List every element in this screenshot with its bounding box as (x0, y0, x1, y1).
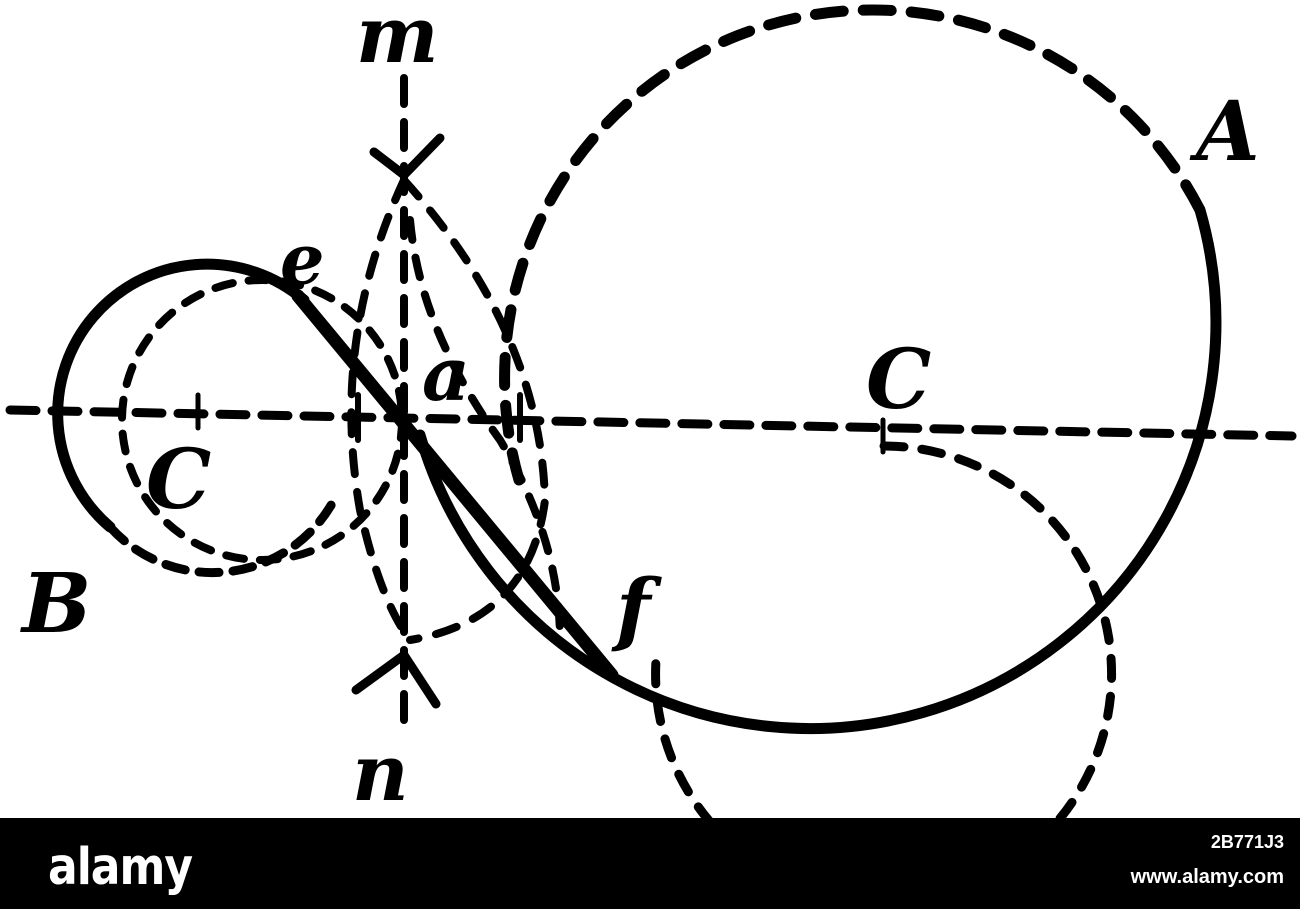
label-e: e (280, 218, 325, 301)
label-C-small: C (146, 432, 211, 528)
geometry-diagram: m n A B C C a e f (5, 0, 1297, 818)
tangent-line (291, 289, 619, 682)
lens-arc-left (347, 176, 414, 644)
arrow-mark-top (369, 133, 445, 182)
brand-logo: alamy (48, 838, 193, 897)
site-url: www.alamy.com (1130, 866, 1284, 888)
diagram-canvas: m n A B C C a e f (5, 0, 1297, 818)
label-a: a (422, 332, 470, 418)
arrow-mark-bottom (351, 648, 441, 709)
image-id: 2B771J3 (1210, 832, 1284, 852)
horizontal-axis (5, 405, 1297, 441)
label-C-large: C (866, 332, 931, 428)
label-f: f (611, 561, 662, 655)
circle-B-solid-arc (52, 258, 310, 533)
label-n: n (352, 728, 409, 818)
circle-A-solid-arc (414, 204, 1222, 734)
watermark-footer: alamy 2B771J3 www.alamy.com (0, 818, 1300, 909)
label-B: B (20, 556, 91, 652)
lens-arc-right (400, 176, 550, 644)
label-A: A (1189, 84, 1260, 180)
label-m: m (356, 0, 439, 81)
circle-B-dashed-arc (105, 495, 339, 578)
circle-A-dashed-arc (499, 4, 1206, 486)
lens-arc-inner (406, 216, 564, 644)
circle-large-dashed-arc (651, 441, 1117, 818)
